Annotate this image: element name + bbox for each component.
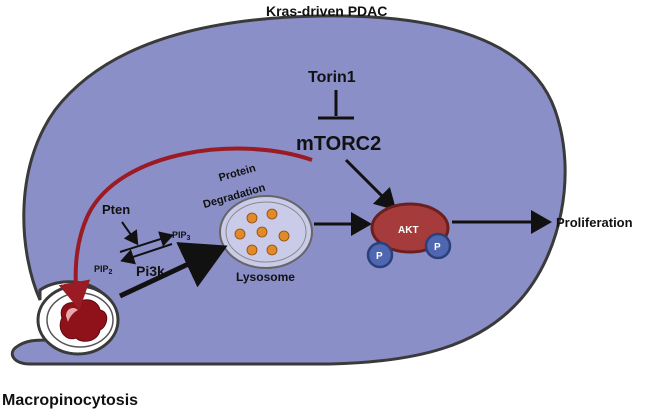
phospho-right-label: P	[434, 242, 441, 253]
pip3-label: PIP3	[172, 230, 191, 242]
mtorc2-to-akt-arrow	[344, 158, 397, 211]
diagram-title: Kras-driven PDAC	[266, 3, 387, 19]
mtorc2-label: mTORC2	[296, 133, 381, 155]
torin1-label: Torin1	[308, 69, 356, 86]
degraded-particle	[266, 244, 278, 256]
proliferation-label: Proliferation	[556, 215, 633, 230]
protein-highlight-icon	[66, 308, 78, 322]
degraded-particle	[278, 230, 290, 242]
degraded-particle	[246, 212, 258, 224]
macropinocytosis-label: Macropinocytosis	[2, 392, 138, 409]
degradation-particles	[234, 208, 290, 256]
feedback-arrow	[58, 146, 313, 310]
degraded-particle	[256, 226, 268, 238]
degraded-particle	[246, 244, 258, 256]
macropinosome-to-lysosome-arrow	[118, 242, 228, 299]
pi3k-label: Pi3k	[136, 263, 165, 279]
phospho-right-node	[424, 232, 452, 260]
degraded-particle	[266, 208, 278, 220]
pip2-subscript: 2	[109, 269, 113, 276]
pip3-text: PIP	[172, 230, 187, 240]
pten-arrow	[121, 221, 139, 246]
lysosome-label: Lysosome	[236, 270, 295, 284]
pip3-subscript: 3	[187, 235, 191, 242]
pip2-label: PIP2	[94, 264, 113, 276]
degraded-particle	[234, 228, 246, 240]
lysosome-inner	[225, 201, 307, 263]
akt-label: AKT	[398, 225, 419, 236]
phospho-left-label: P	[376, 251, 383, 262]
pip2-text: PIP	[94, 264, 109, 274]
pip3-to-pip2-arrow	[120, 243, 173, 265]
pten-label: Pten	[102, 202, 130, 217]
phospho-left-node	[366, 241, 394, 269]
